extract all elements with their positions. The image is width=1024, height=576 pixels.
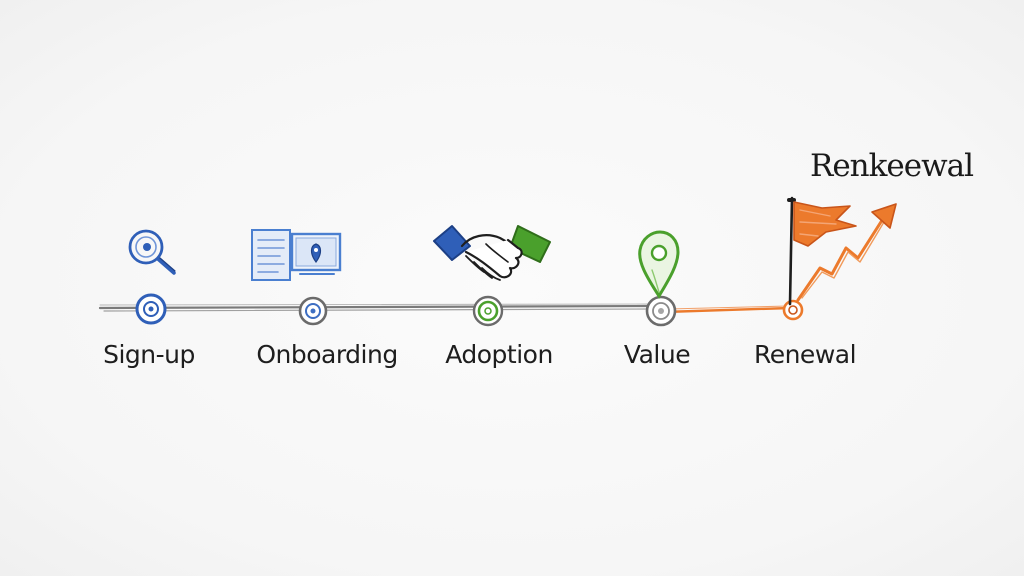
document-screen-icon <box>251 229 342 281</box>
stage-label-adoption: Adoption <box>445 340 553 369</box>
stage-label-sign-up: Sign-up <box>103 340 195 369</box>
timeline-line-renewal <box>662 305 792 314</box>
node-value <box>645 295 677 327</box>
node-adoption <box>472 295 504 327</box>
node-sign-up <box>135 293 167 325</box>
handshake-icon <box>433 225 551 281</box>
stage-label-value: Value <box>623 340 691 369</box>
stage-label-onboarding: Onboarding <box>256 340 398 369</box>
node-onboarding <box>298 296 328 326</box>
flag-rising-arrow-icon <box>787 196 897 306</box>
map-pin-icon <box>638 230 680 299</box>
renewal-headline: Renkeewal <box>810 148 974 184</box>
timeline-line <box>98 303 657 312</box>
magnifier-icon <box>128 229 176 275</box>
stage-label-renewal: Renewal <box>753 340 857 369</box>
node-renewal <box>782 299 804 321</box>
